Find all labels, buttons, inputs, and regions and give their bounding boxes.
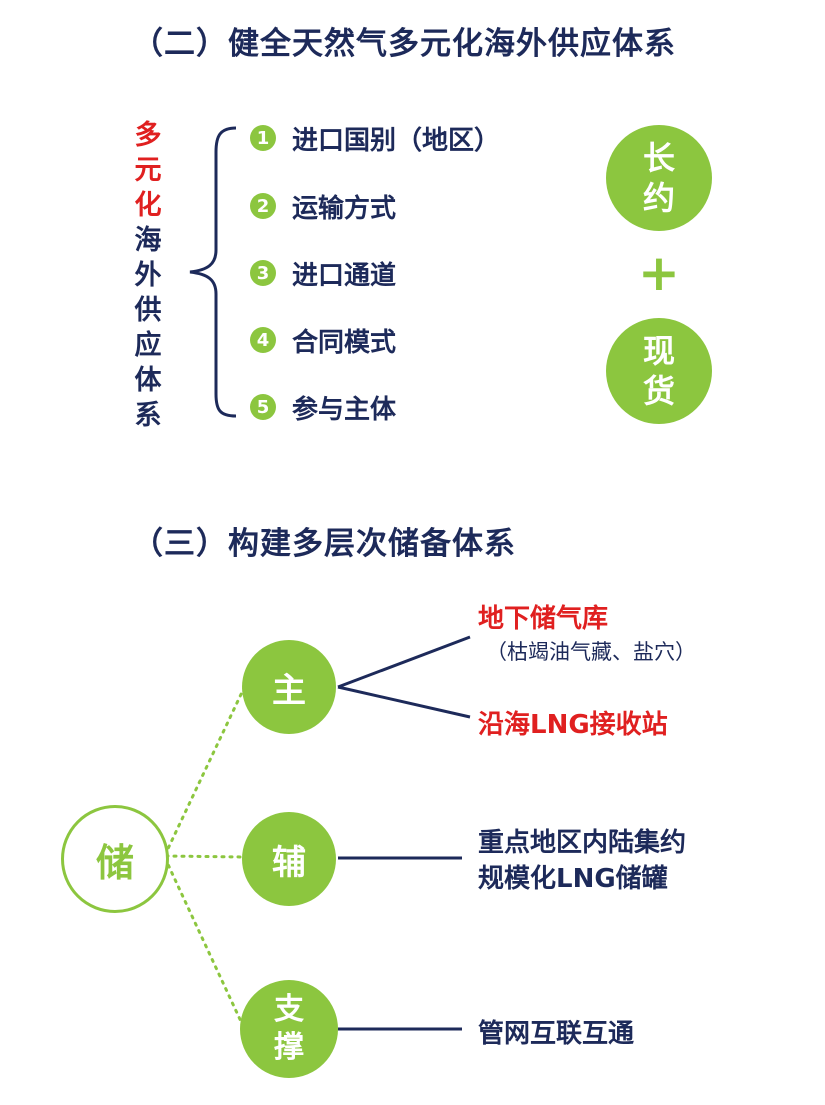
coastal-lng-terminal-label: 沿海LNG接收站 [478,710,668,740]
line-main-to-ugs [337,635,471,689]
vertical-title: 多 元 化 海 外 供 应 体 系 [132,118,164,433]
spot-market-circle: 现 货 [606,318,712,424]
vertical-title-char: 体 [134,365,162,396]
underground-storage-label: 地下储气库 [478,604,609,634]
pipeline-interconnection-label: 管网互联互通 [478,1019,635,1049]
vertical-title-char: 应 [134,330,162,361]
list-item-label: 合同模式 [292,327,397,358]
dotted-line-support [163,856,246,1030]
list-item-label: 运输方式 [292,193,397,224]
support-circle: 支 撑 [240,980,338,1078]
list-item: 2 运输方式 [250,190,397,224]
long-term-contract-circle: 长 约 [606,125,712,231]
inland-lng-tank-label-line1: 重点地区内陆集约 [478,828,687,858]
circle-char: 长 [642,139,675,177]
dotted-line-main [163,686,246,857]
vertical-title-char: 系 [134,400,162,431]
circle-char: 货 [642,372,675,410]
number-badge: 5 [250,394,276,420]
list-item-label: 进口通道 [292,260,397,291]
circle-char: 支 [274,992,304,1027]
vertical-title-char: 化 [134,190,162,221]
circle-char: 约 [642,179,675,217]
section2-heading: （二）健全天然气多元化海外供应体系 [132,26,676,62]
list-item: 1 进口国别（地区） [250,122,501,156]
list-item: 4 合同模式 [250,324,397,358]
vertical-title-char: 元 [134,155,162,186]
plus-sign: + [638,244,680,302]
number-badge: 4 [250,327,276,353]
list-item: 5 参与主体 [250,391,397,425]
list-item-label: 参与主体 [292,394,397,425]
inland-lng-tank-label-line2: 规模化LNG储罐 [478,864,668,894]
storage-root-circle: 储 [61,805,169,913]
vertical-title-char: 多 [134,120,162,151]
dotted-line-aux [164,854,245,859]
main-circle: 主 [242,640,336,734]
vertical-title-char: 外 [134,260,162,291]
number-badge: 3 [250,260,276,286]
vertical-title-char: 海 [134,225,162,256]
number-badge: 2 [250,193,276,219]
number-badge: 1 [250,125,276,151]
curly-brace [189,126,237,418]
list-item: 3 进口通道 [250,257,397,291]
list-item-label: 进口国别（地区） [292,125,501,156]
circle-char: 现 [642,332,675,370]
circle-char: 撑 [274,1030,304,1065]
auxiliary-circle: 辅 [242,812,336,906]
vertical-title-char: 供 [134,295,162,326]
section3-heading: （三）构建多层次储备体系 [132,526,516,562]
underground-storage-sublabel: （枯竭油气藏、盐穴） [486,640,696,664]
line-main-to-lng [337,685,471,719]
